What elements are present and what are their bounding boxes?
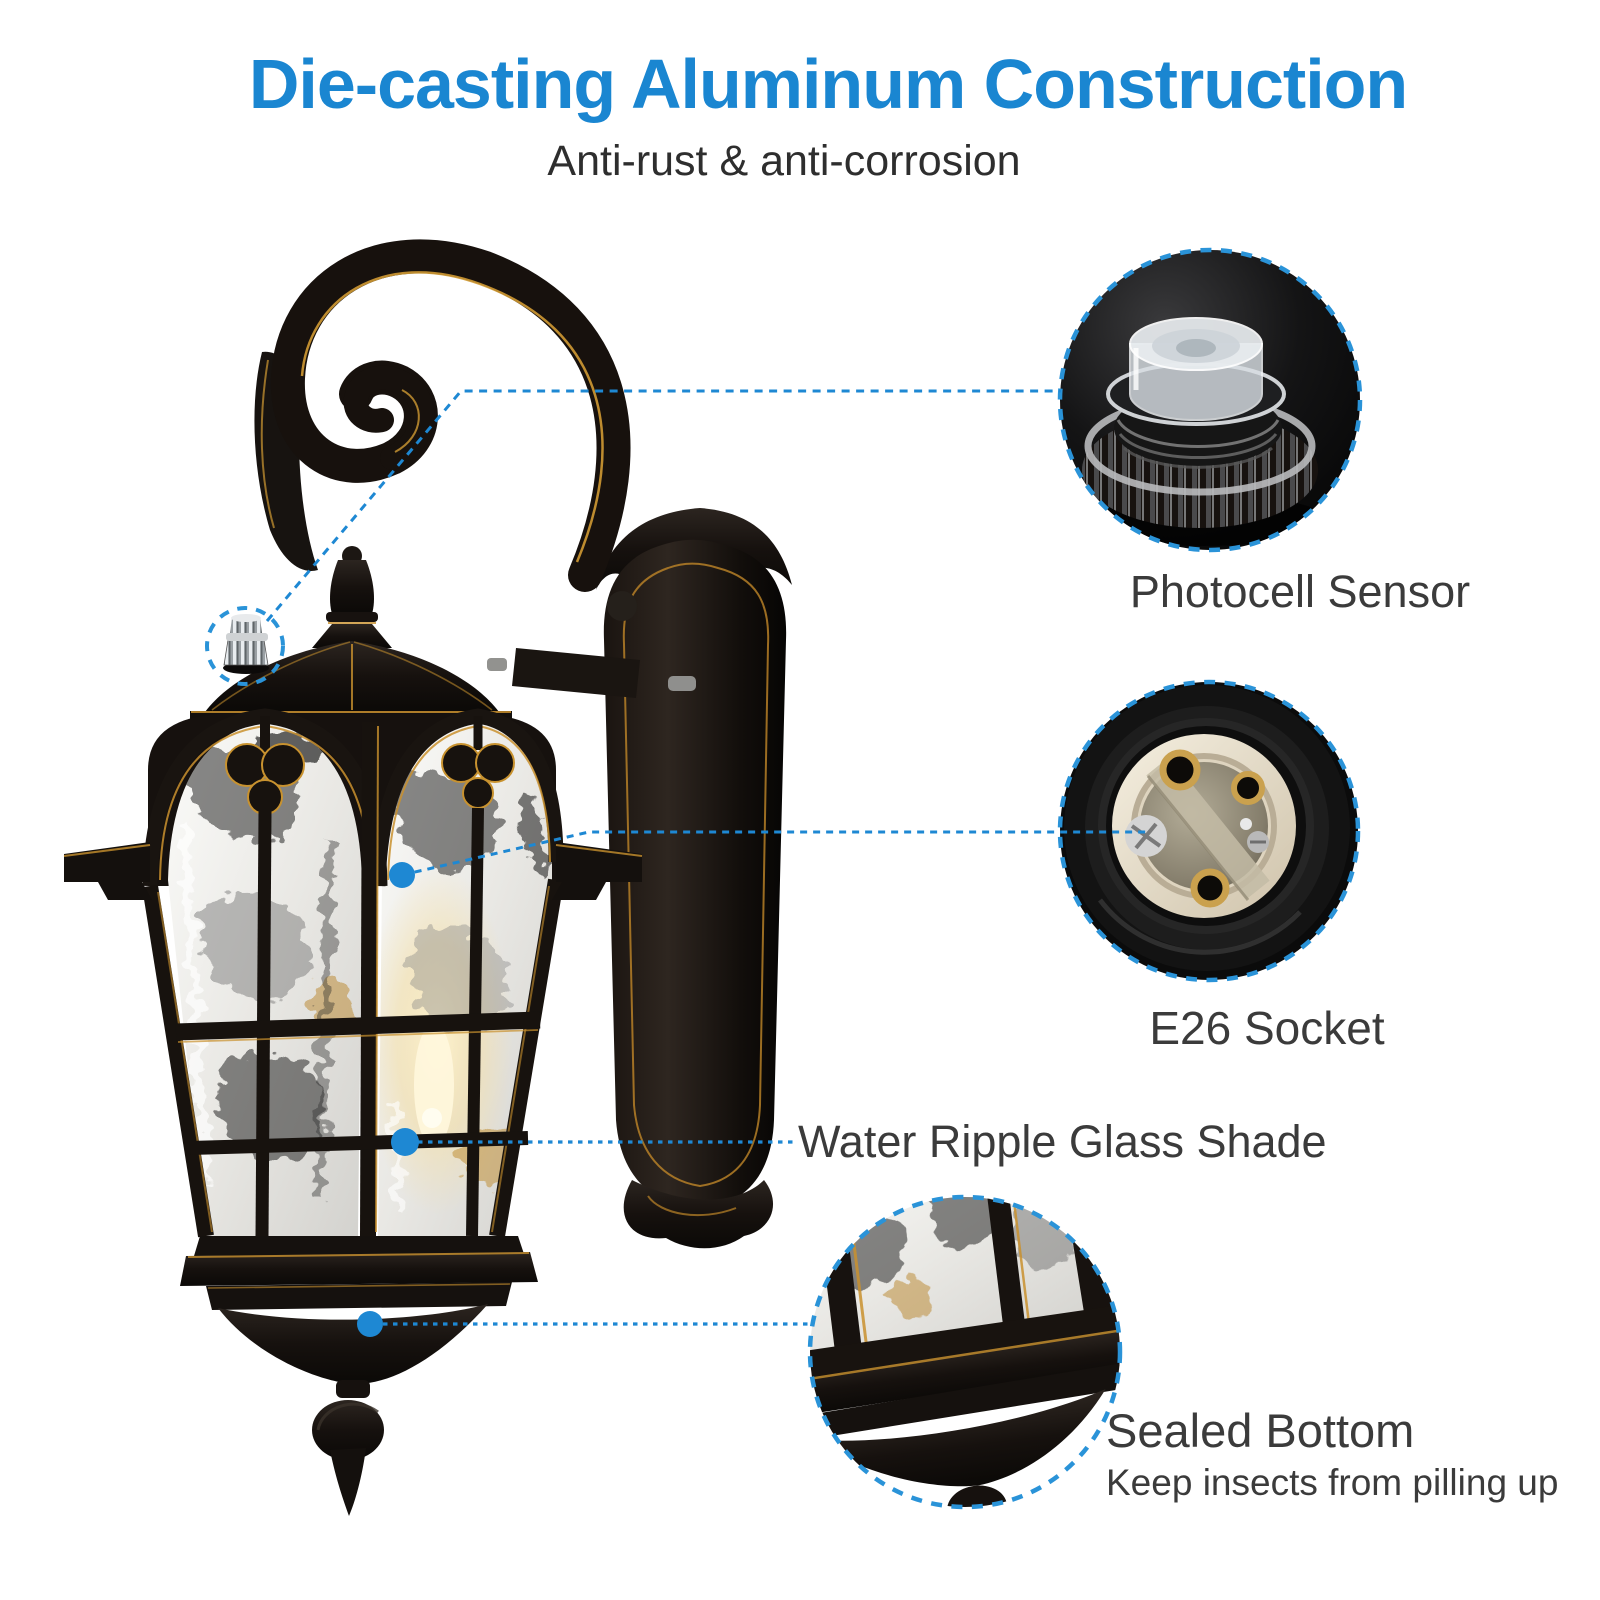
e26-callout-dashed-border — [1057, 679, 1361, 983]
photocell-sensor-label: Photocell Sensor — [1129, 566, 1471, 617]
e26-callout-photo — [1057, 679, 1361, 983]
page-title: Die-casting Aluminum Construction — [248, 45, 1408, 123]
sealed-bottom-label: Sealed Bottom — [1106, 1404, 1415, 1457]
lantern-base — [180, 1236, 538, 1516]
photocell-highlight-dashed-circle — [205, 606, 285, 686]
trefoil-ornament-right — [441, 716, 515, 809]
trefoil-ornament-left — [225, 716, 305, 815]
water-ripple-connector-dot — [391, 1128, 419, 1156]
page-subtitle: Anti-rust & anti-corrosion — [547, 137, 1021, 185]
eave-ledge-right — [552, 842, 643, 900]
connector-lines — [265, 389, 1150, 1326]
eave-ledge-left — [63, 842, 152, 900]
sealed-bottom-connector-dot — [357, 1311, 383, 1337]
e26-socket-label: E26 Socket — [1149, 1002, 1385, 1054]
photocell-connector-line — [265, 389, 1061, 622]
photocell-callout-photo — [1057, 247, 1363, 553]
e26-connector-line — [401, 830, 1150, 877]
e26-connector-dot — [389, 862, 415, 888]
wall-bracket — [512, 508, 792, 1249]
sealed-bottom-sublabel: Keep insects from pilling up — [1106, 1462, 1559, 1503]
photocell-knob — [223, 614, 269, 674]
sealed-bottom-callout-dashed-border — [807, 1194, 1123, 1510]
lantern-body — [63, 546, 643, 1516]
sealed-bottom-callout-photo — [807, 1194, 1123, 1510]
water-ripple-glass-shade-label: Water Ripple Glass Shade — [798, 1116, 1327, 1167]
photocell-callout-dashed-border — [1057, 247, 1363, 553]
scroll-arm — [254, 239, 631, 592]
